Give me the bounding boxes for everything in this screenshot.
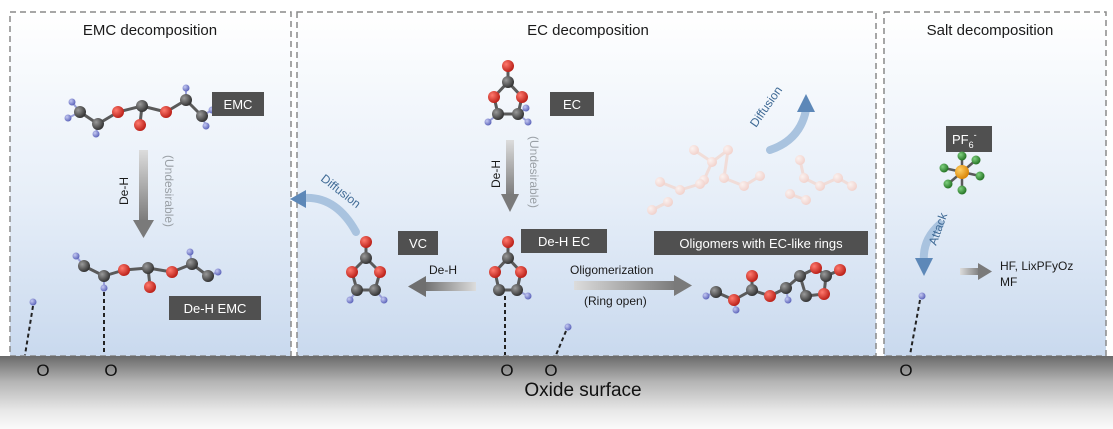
oligomer-label-box <box>654 231 868 255</box>
pf6-label-box <box>946 126 992 152</box>
diffusion-right-arrow <box>766 94 815 154</box>
emc-step-note: (Undesirable) <box>162 155 176 227</box>
oligomerization-arrow <box>574 275 692 296</box>
attack-arrow <box>915 220 944 276</box>
de-h-ec-molecule <box>489 236 532 300</box>
oxide-surface-label: Oxide surface <box>524 380 641 401</box>
vc-label-box <box>398 231 438 255</box>
ec-arrow-down <box>501 140 519 212</box>
ec-label: EC <box>563 97 581 112</box>
surface-o-5: O <box>899 361 912 380</box>
emc-label: EMC <box>224 97 253 112</box>
vc-step-label: De-H <box>429 263 457 277</box>
emc-arrow-down <box>133 150 154 238</box>
faint-oligomers <box>647 145 857 215</box>
vc-label: VC <box>409 236 427 251</box>
salt-product-arrow <box>960 263 992 280</box>
vc-arrow-left <box>408 276 476 297</box>
ec-title: EC decomposition <box>527 22 649 39</box>
salt-title: Salt decomposition <box>927 22 1054 39</box>
emc-title: EMC decomposition <box>83 22 217 39</box>
surface-o-2: O <box>104 361 117 380</box>
pf6-label: PF6- <box>952 130 977 150</box>
ec-step-note: (Undesirable) <box>527 136 541 208</box>
oligomer-label: Oligomers with EC-like rings <box>679 236 843 251</box>
panel-salt <box>883 11 1107 357</box>
pf6-molecule <box>939 151 985 195</box>
ec-molecule <box>484 60 532 126</box>
surface-o-1: O <box>36 361 49 380</box>
de-h-ec-label: De-H EC <box>538 234 590 249</box>
diffusion-left-arrow <box>290 190 360 236</box>
emc-label-box <box>212 92 264 116</box>
salt-products-line2: MF <box>1000 275 1017 289</box>
de-h-emc-label-box <box>169 296 261 320</box>
surface-o-3: O <box>500 361 513 380</box>
ec-step-label: De-H <box>489 160 503 188</box>
oligomerization-label: Oligomerization <box>570 263 653 277</box>
emc-molecule <box>64 84 216 138</box>
de-h-emc-label: De-H EMC <box>184 301 247 316</box>
surface-o-4: O <box>544 361 557 380</box>
ec-label-box <box>550 92 594 116</box>
de-h-emc-molecule <box>72 248 222 293</box>
emc-step-label: De-H <box>117 177 131 205</box>
panel-ec <box>296 11 877 357</box>
ring-open-label: (Ring open) <box>584 294 647 308</box>
salt-products-line1: HF, LixPFyOz <box>1000 259 1073 273</box>
oligomer-molecule <box>702 262 846 314</box>
de-h-ec-label-box <box>521 229 607 253</box>
vc-molecule <box>346 236 388 304</box>
oxide-surface <box>0 356 1113 429</box>
